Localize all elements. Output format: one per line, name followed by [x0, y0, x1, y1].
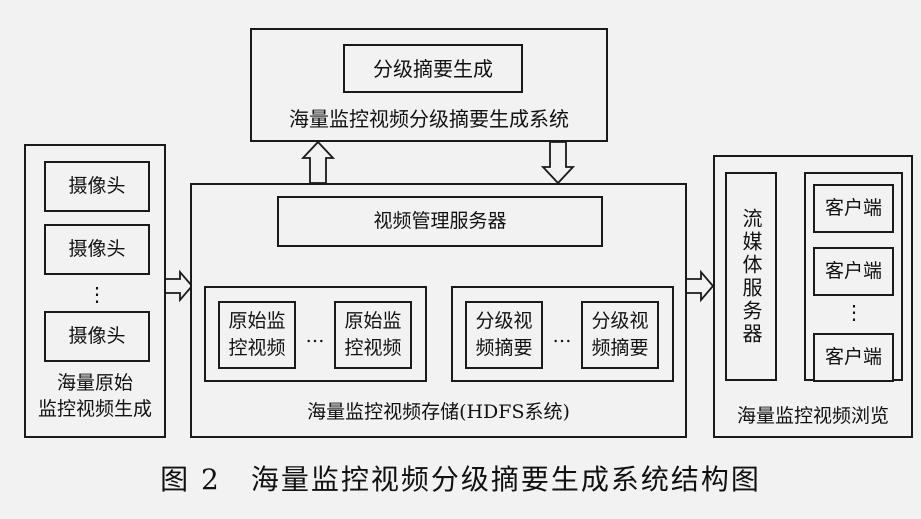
summary-system-title: 海量监控视频分级摘要生成系统: [289, 107, 569, 131]
camera-label: 摄像头: [68, 238, 126, 261]
streaming-server-label: 流媒体服务器: [739, 207, 763, 346]
right-arrow-cameras-to-storage: [164, 269, 194, 303]
original-video-item: [334, 301, 412, 369]
hdfs-storage-title: 海量监控视频存储(HDFS系统): [307, 401, 570, 423]
camera-box: 摄像头: [44, 224, 150, 275]
video-summary-line1: 分级视: [475, 310, 533, 332]
video-summary-ellipsis: …: [552, 325, 572, 347]
summary-generation-label: 分级摘要生成: [373, 56, 493, 81]
figure-caption: 图 2 海量监控视频分级摘要生成系统结构图: [160, 463, 761, 496]
original-video-line1: 原始监: [228, 310, 286, 332]
video-summary-line1: 分级视: [591, 310, 649, 332]
browse-panel-title: 海量监控视频浏览: [736, 405, 889, 427]
camera-panel-title-line2: 监控视频生成: [37, 398, 152, 420]
down-arrow-summary-to-storage: [540, 141, 576, 185]
up-arrow-storage-to-summary: [300, 140, 336, 184]
original-video-line2: 控视频: [344, 337, 402, 359]
camera-panel-title-line1: 海量原始: [56, 372, 133, 394]
camera-label: 摄像头: [68, 325, 126, 348]
client-ellipsis: ⋮: [844, 300, 864, 324]
client-label: 客户端: [824, 346, 882, 369]
client-box: 客户端: [813, 184, 894, 233]
client-box: 客户端: [813, 333, 894, 382]
original-video-line1: 原始监: [344, 310, 402, 332]
video-summary-item: [581, 301, 659, 369]
right-arrow-storage-to-browse: [685, 269, 715, 303]
original-video-item: [218, 301, 296, 369]
camera-label: 摄像头: [68, 175, 126, 198]
video-summary-item: [465, 301, 543, 369]
client-box: 客户端: [813, 247, 894, 296]
camera-box: 摄像头: [44, 311, 150, 362]
camera-box: 摄像头: [44, 161, 150, 212]
video-management-server-label: 视频管理服务器: [373, 210, 507, 233]
original-video-ellipsis: …: [305, 325, 325, 347]
client-label: 客户端: [824, 197, 882, 220]
video-summary-line2: 频摘要: [475, 337, 533, 359]
client-label: 客户端: [824, 260, 882, 283]
original-video-line2: 控视频: [228, 337, 286, 359]
streaming-server: 流媒体服务器: [725, 172, 777, 381]
video-summary-line2: 频摘要: [591, 337, 649, 359]
video-management-server: 视频管理服务器: [277, 196, 603, 247]
camera-ellipsis: ⋮: [87, 282, 107, 306]
summary-generation-module: 分级摘要生成: [343, 44, 523, 93]
